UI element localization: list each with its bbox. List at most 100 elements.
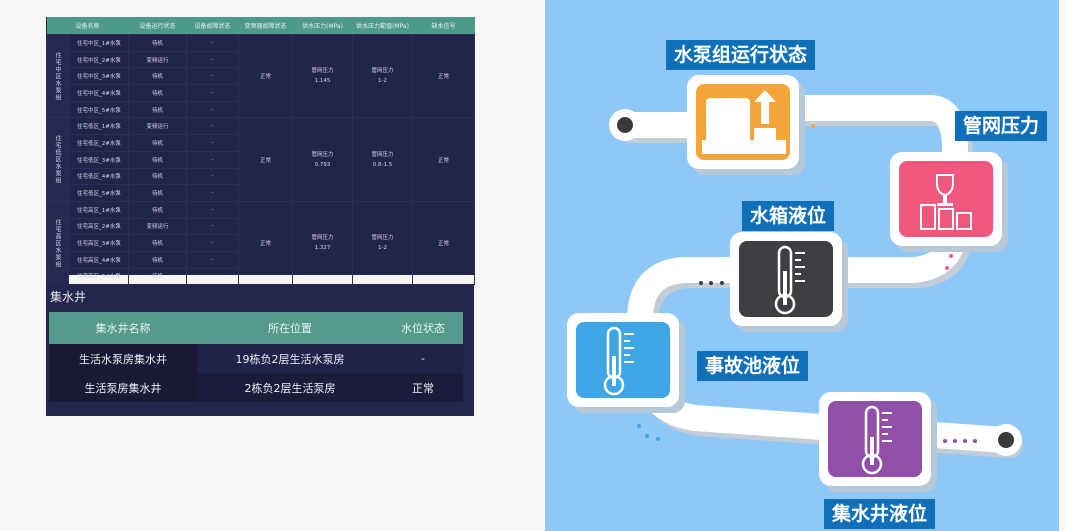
sump-level-tile[interactable]	[819, 392, 931, 486]
table-header-row: 集水井名称 所在位置 水位状态	[49, 312, 463, 344]
cell-device-name: 住宅中区_4#水泵	[67, 84, 130, 102]
accident-pool-tile[interactable]	[567, 313, 679, 407]
cell-run-status: 变频运行	[128, 117, 188, 136]
pipe-pressure-tile[interactable]	[890, 152, 1002, 246]
range-value: 0.8-1.5	[372, 161, 393, 168]
dot-decor	[945, 266, 949, 270]
cell-device-name: 住宅高区_1#水泵	[67, 200, 130, 219]
col-device-name: 设备名称	[46, 17, 129, 35]
cell-fault-status: -	[186, 267, 240, 286]
col-location: 所在位置	[197, 312, 383, 344]
table-row[interactable]: 住宅中区_4#水泵待机-	[47, 84, 475, 102]
thermometer-icon	[861, 405, 892, 475]
cell-device-name: 住宅低区_3#水泵	[67, 150, 130, 169]
cell-fault-status: -	[186, 34, 240, 52]
tank-level-tile[interactable]	[730, 232, 842, 326]
pressure-value: 1.327	[314, 245, 331, 252]
pressure-label: 管网压力	[311, 68, 334, 75]
range-label: 管网压力	[371, 235, 394, 242]
cell-location: 19栋负2层生活水泵房	[197, 344, 383, 373]
dot-decor	[973, 439, 977, 443]
pump-status-face	[696, 84, 790, 160]
table-row[interactable]: 住宅低区_5#水泵待机-	[47, 184, 475, 202]
range-label: 管网压力	[371, 68, 394, 75]
cell-fault-status: -	[186, 184, 240, 202]
panel-title: 集水井	[50, 290, 87, 304]
dot-decor	[699, 281, 703, 285]
cell-run-status: 变频运行	[128, 217, 188, 236]
group-name: 住宅低区水泵组	[46, 117, 69, 202]
cell-pressure-range: 管网压力 0.8-1.5	[352, 117, 414, 202]
pipe-pressure-face	[899, 161, 993, 237]
range-value: 1-2	[378, 78, 387, 85]
cell-device-name: 住宅中区_3#水泵	[67, 67, 130, 86]
cell-run-status: 待机	[128, 184, 188, 202]
table-row[interactable]: 住宅高区_5#水泵待机-	[47, 267, 475, 286]
cell-fault-status: -	[186, 84, 240, 102]
cell-fault-status: -	[186, 117, 240, 136]
sump-well-panel: 集水井 集水井名称 所在位置 水位状态 生活水泵房集水井 19栋负2层生活水泵房…	[46, 284, 474, 416]
water-system-infographic: 水泵组运行状态 管网压力 水箱液位	[545, 0, 1059, 531]
cell-supply-pressure: 管网压力 1.327	[292, 200, 354, 286]
table-row[interactable]: 住宅高区_4#水泵待机-	[47, 250, 475, 269]
cell-fault-status: -	[186, 150, 240, 169]
pump-group-panel: 设备名称 设备运行状态 设备故障状态 变频器故障状态 供水压力(MPa) 供水压…	[46, 17, 476, 286]
cell-pressure-range: 管网压力 1-2	[352, 33, 414, 119]
table-row[interactable]: 生活水泵房集水井 19栋负2层生活水泵房 -	[49, 344, 463, 373]
cell-vfd-status: 正常	[238, 117, 294, 202]
table-row[interactable]: 生活泵房集水井 2栋负2层生活泵房 正常	[49, 373, 463, 402]
cell-well-name: 生活泵房集水井	[49, 373, 197, 402]
pressure-value: 0.793	[314, 161, 331, 168]
cell-location: 2栋负2层生活泵房	[197, 373, 383, 402]
table-header-row: 设备名称 设备运行状态 设备故障状态 变频器故障状态 供水压力(MPa) 供水压…	[46, 17, 475, 35]
table-row[interactable]: 住宅低区_3#水泵待机-	[47, 150, 475, 169]
sump-level-face	[828, 401, 922, 477]
pressure-label: 管网压力	[311, 235, 334, 242]
table-row[interactable]: 住宅高区_3#水泵待机-	[47, 234, 475, 252]
cell-fault-status: -	[186, 167, 240, 186]
dot-decor	[953, 439, 957, 443]
cell-device-name: 住宅高区_2#水泵	[67, 217, 130, 236]
table-row[interactable]: 住宅中区_3#水泵待机-	[47, 67, 475, 86]
cell-vfd-status: 正常	[238, 33, 294, 119]
cell-run-status: 待机	[128, 234, 188, 252]
col-pressure-range: 供水压力範值(MPa)	[352, 17, 413, 35]
cell-device-name: 住宅中区_5#水泵	[67, 100, 130, 119]
accident-pool-face	[576, 322, 670, 398]
cell-device-name: 住宅低区_5#水泵	[67, 184, 130, 202]
cell-water-shortage: 正常	[412, 33, 476, 119]
cell-run-status: 待机	[128, 200, 188, 219]
cell-well-name: 生活水泵房集水井	[49, 344, 197, 373]
cell-vfd-status: 正常	[238, 200, 294, 286]
tank-level-face	[739, 241, 833, 317]
cell-run-status: 待机	[128, 150, 188, 169]
dot-decor	[943, 439, 947, 443]
cell-device-name: 住宅中区_2#水泵	[67, 50, 130, 69]
cell-level-status: 正常	[383, 373, 463, 402]
cell-water-shortage: 正常	[412, 117, 476, 202]
cell-run-status: 待机	[128, 250, 188, 269]
cell-fault-status: -	[186, 234, 240, 252]
pressure-value: 1.145	[314, 78, 331, 85]
dot-decor	[645, 434, 649, 438]
table-row[interactable]: 住宅中区_2#水泵变频运行-	[47, 50, 475, 69]
cell-device-name: 住宅低区_1#水泵	[67, 117, 130, 136]
cell-run-status: 待机	[128, 134, 188, 152]
cell-run-status: 待机	[128, 67, 188, 86]
cell-fault-status: -	[186, 67, 240, 86]
cell-run-status: 变频运行	[128, 50, 188, 69]
label-pump-status: 水泵组运行状态	[666, 40, 816, 70]
cell-device-name: 住宅高区_4#水泵	[67, 250, 130, 269]
range-label: 管网压力	[371, 151, 394, 158]
pump-status-tile[interactable]	[687, 75, 799, 169]
cell-device-name: 住宅低区_2#水泵	[67, 134, 130, 152]
label-accident-pool: 事故池液位	[697, 351, 809, 381]
trophy-chart-icon	[920, 174, 972, 230]
cell-device-name: 住宅高区_5#水泵	[67, 267, 130, 286]
cell-fault-status: -	[186, 100, 240, 119]
table-row[interactable]: 住宅中区_5#水泵待机-	[47, 100, 475, 119]
